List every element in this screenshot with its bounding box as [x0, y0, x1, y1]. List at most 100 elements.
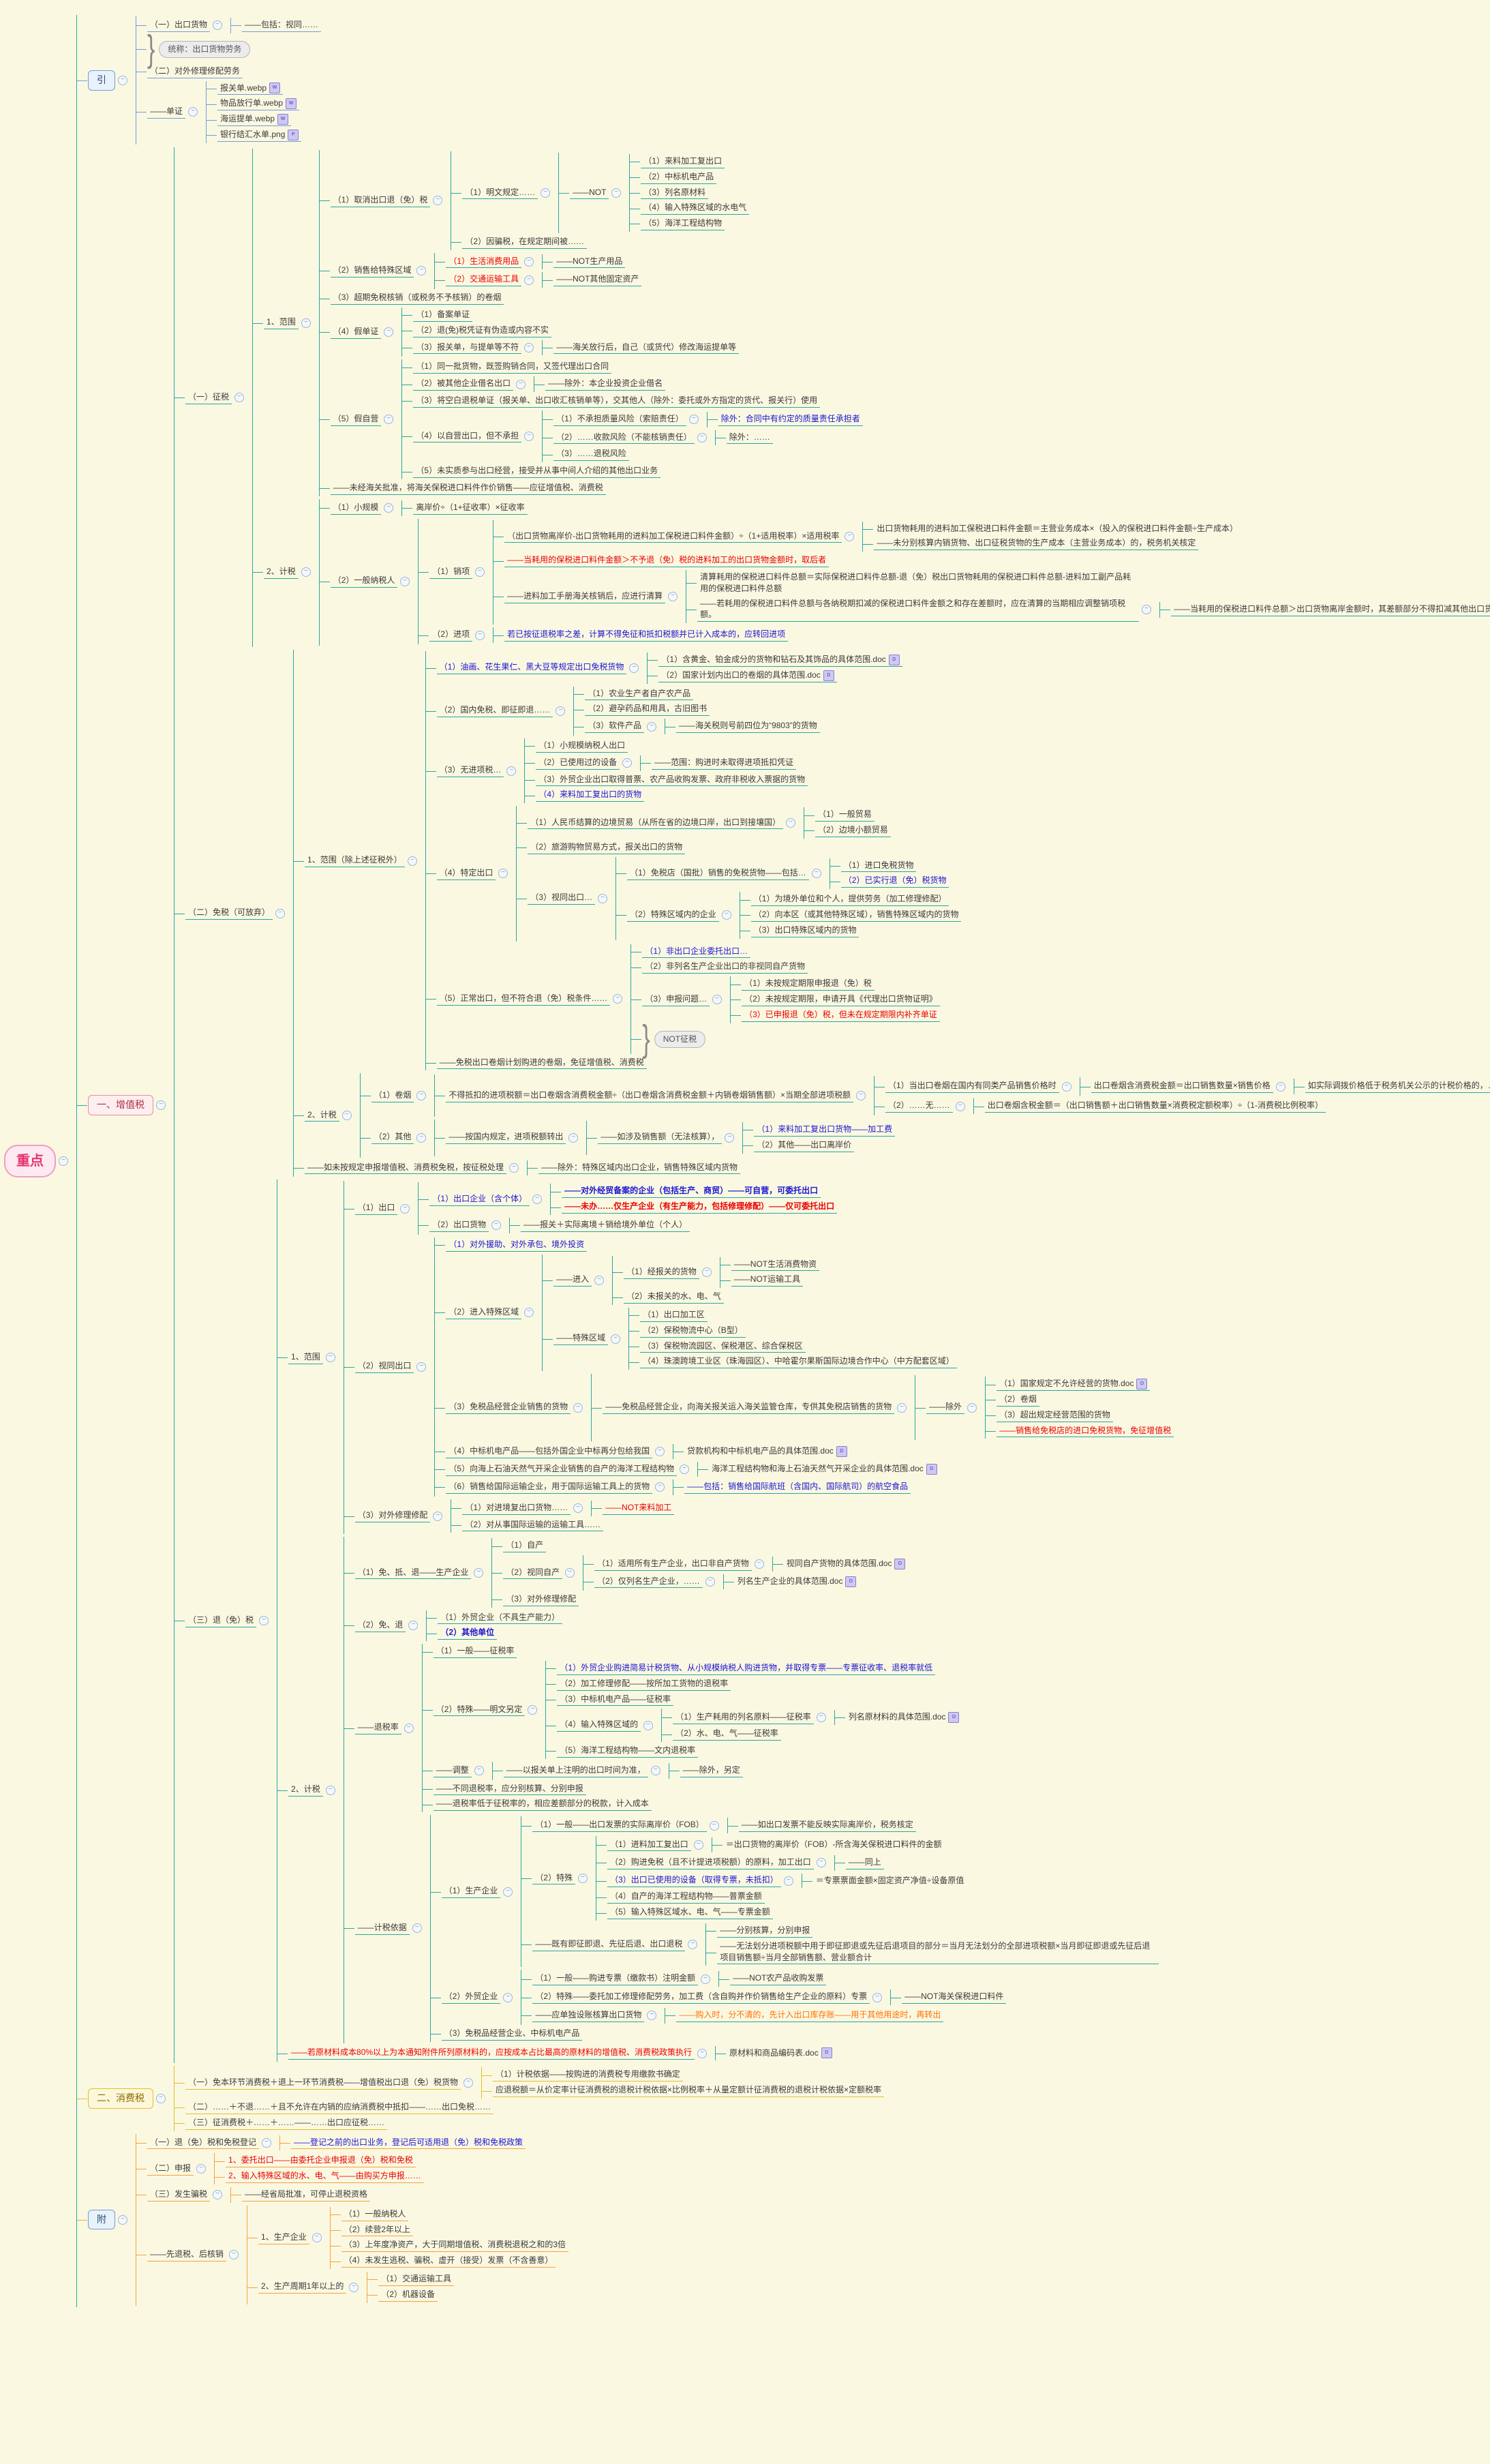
node-label[interactable]: （3）已申报退（免）税，但未在规定期限内补齐单证 — [742, 1009, 940, 1022]
collapse-icon[interactable]: − — [725, 1132, 735, 1143]
node-label[interactable]: 1、委托出口——由委托企业申报退（免）税和免税 — [226, 2154, 416, 2168]
collapse-icon[interactable]: − — [647, 2011, 657, 2021]
node-label[interactable]: （2）加工修理修配——按所加工货物的退税率 — [557, 1678, 731, 1691]
node-label[interactable]: 统称：出口货物劳务 — [159, 40, 251, 58]
collapse-icon[interactable]: − — [565, 1568, 575, 1578]
node-label[interactable]: （2）已使用过的设备 — [536, 757, 620, 770]
node-label[interactable]: ——NOT — [570, 187, 609, 200]
node-label[interactable]: （3）上年度净资产，大于同期增值税、消费税退税之和的3倍 — [341, 2239, 569, 2253]
node-label[interactable]: （一）免本环节消费税＋退上一环节消费税——增值税出口退（免）税货物 — [185, 2077, 461, 2090]
node-label[interactable]: ——同上 — [845, 1857, 884, 1869]
collapse-icon[interactable]: − — [701, 1267, 712, 1278]
node-label[interactable]: ——如涉及销售额（无法核算）， — [598, 1131, 723, 1145]
collapse-icon[interactable]: − — [872, 1992, 883, 2002]
node-label[interactable]: ——除外：本企业投资企业借名 — [545, 378, 666, 391]
node-label[interactable]: （4）假单证 — [330, 326, 382, 339]
collapse-icon[interactable]: − — [1061, 1081, 1071, 1092]
collapse-icon[interactable]: − — [400, 1203, 410, 1214]
node-label[interactable]: （一）退（免）税和免税登记 — [147, 2137, 260, 2150]
collapse-icon[interactable]: − — [416, 1091, 427, 1101]
node-label[interactable]: ——NOT来料加工 — [603, 1502, 675, 1515]
collapse-icon[interactable]: − — [524, 343, 534, 353]
collapse-icon[interactable]: − — [786, 818, 796, 828]
node-label[interactable]: ——如未按规定申报增值税、消费税免税，按征税处理 — [305, 1162, 507, 1175]
node-label[interactable]: （2）已实行退（免）税货物 — [840, 875, 949, 888]
collapse-icon[interactable]: − — [301, 567, 311, 577]
doc-file-icon[interactable]: D — [888, 654, 900, 665]
node-label[interactable]: 1、范围 — [264, 316, 299, 330]
doc-file-icon[interactable]: D — [823, 670, 834, 681]
node-label[interactable]: ——NOT生活消费物资 — [731, 1259, 820, 1272]
node-label[interactable]: （1）外贸企业购进简易计税货物、从小规模纳税人购进货物，并取得专票——专票征收率… — [557, 1662, 936, 1675]
node-label[interactable]: 2、生产周期1年以上的 — [258, 2281, 347, 2294]
collapse-icon[interactable]: − — [433, 1511, 443, 1521]
node-label[interactable]: （1）生产企业 — [441, 1885, 501, 1899]
branch-consumption-tax[interactable]: 二、消费税 — [88, 2088, 153, 2109]
collapse-icon[interactable]: − — [325, 1785, 335, 1795]
collapse-icon[interactable]: − — [118, 75, 127, 85]
branch-yin[interactable]: 引 — [88, 70, 115, 91]
node-label[interactable]: （出口货物离岸价-出口货物耗用的进料加工保税进口料件金额）÷（1+适用税率）×适… — [504, 530, 842, 543]
collapse-icon[interactable]: − — [506, 766, 517, 776]
node-label[interactable]: ——以报关单上注明的出口时间为准， — [503, 1764, 648, 1777]
node-label[interactable]: ——NOT运输工具 — [731, 1274, 804, 1287]
collapse-icon[interactable]: − — [503, 1992, 513, 2002]
node-label[interactable]: （5）海洋工程结构物——文内退税率 — [557, 1745, 699, 1758]
node-label[interactable]: （1）同一批货物，既签购销合同，又签代理出口合同 — [413, 361, 612, 374]
doc-file-icon[interactable]: D — [1136, 1378, 1148, 1389]
node-label[interactable]: ——进料加工手册海关核销后，应进行清算 — [504, 590, 666, 603]
node-label[interactable]: （1）农业生产者自产农产品 — [585, 688, 694, 701]
node-label[interactable]: 出口货物耗用的进料加工保税进口料件金额＝主营业务成本×（投入的保税进口料件金额÷… — [874, 523, 1241, 535]
node-label[interactable]: （5）海洋工程结构物 — [641, 217, 725, 230]
node-label[interactable]: （3）软件产品 — [585, 720, 645, 734]
collapse-icon[interactable]: − — [643, 1720, 654, 1730]
node-label[interactable]: 1、范围 — [288, 1351, 323, 1364]
collapse-icon[interactable]: − — [541, 187, 551, 198]
node-label[interactable]: ＝出口货物的离岸价（FOB）-所含海关保税进口料件的金额 — [723, 1839, 945, 1851]
collapse-icon[interactable]: − — [647, 721, 657, 732]
node-label[interactable]: ——销售给免税店的进口免税货物，免征增值税 — [997, 1425, 1174, 1438]
doc-file-icon[interactable]: D — [821, 2047, 832, 2059]
collapse-icon[interactable]: − — [433, 196, 443, 206]
node-label[interactable]: （1）一般——购进专票（缴款书）注明金额 — [532, 1972, 699, 1986]
node-label[interactable]: （4）自产的海洋工程结构物——普票金额 — [607, 1891, 765, 1904]
png-file-icon[interactable]: P — [288, 129, 299, 140]
node-label[interactable]: （2）续营2年以上 — [341, 2224, 414, 2237]
node-label[interactable]: （5）未实质参与出口经营，接受并从事中间人介绍的其他出口业务 — [413, 465, 661, 479]
node-label[interactable]: （2）外贸企业 — [441, 1991, 501, 2004]
node-label[interactable]: （2）销售给特殊区域 — [330, 265, 414, 277]
node-label[interactable]: （2）旅游购物贸易方式，报关出口的货物 — [528, 841, 686, 854]
node-label[interactable]: 2、输入特殊区域的水、电、气——由购买方申报…… — [226, 2170, 424, 2184]
node-label[interactable]: 离岸价÷（1+征收率）×征收率 — [413, 502, 528, 515]
collapse-icon[interactable]: − — [262, 2138, 272, 2148]
node-label[interactable]: ——当耗用的保税进口料件总额＞出口货物离岸金额时，其差额部分不得扣减其他出口货物… — [1171, 603, 1490, 616]
node-label[interactable]: （1）外贸企业（不具生产能力） — [438, 1612, 563, 1625]
collapse-icon[interactable]: − — [524, 257, 534, 267]
node-label[interactable]: ——调整 — [433, 1764, 472, 1777]
node-label[interactable]: （3）免税品经营企业销售的货物 — [446, 1401, 571, 1415]
node-label[interactable]: （1）一般纳税人 — [341, 2208, 409, 2221]
node-label[interactable]: （3）外贸企业出口取得普票、农产品收购发票、政府非税收入票据的货物 — [536, 774, 808, 787]
node-label[interactable]: （2）中标机电产品 — [641, 171, 717, 184]
node-label[interactable]: （二）免税（可放弃） — [185, 907, 273, 920]
node-label[interactable]: （2）被其他企业借名出口 — [413, 378, 514, 391]
node-label[interactable]: （三）发生骗税 — [147, 2189, 211, 2202]
node-label[interactable]: （1）为境外单位和个人，提供劳务（加工修理修配） — [750, 893, 949, 907]
collapse-icon[interactable]: − — [259, 1616, 269, 1626]
collapse-icon[interactable]: − — [783, 1876, 793, 1886]
node-label[interactable]: （3）视同出口… — [528, 892, 596, 905]
node-label[interactable]: ——范围：购进时未取得进项抵扣凭证 — [652, 757, 797, 770]
node-label[interactable]: （3）将空白退税单证（报关单、出口收汇核销单等），交其他人（除外：委托或外方指定… — [413, 395, 821, 408]
node-label[interactable]: （3）超期免税核销（或税务不予核销）的卷烟 — [330, 292, 504, 305]
collapse-icon[interactable]: − — [349, 2282, 359, 2292]
node-label[interactable]: （2）购进免税（且不计提进项税额）的原料，加工出口 — [607, 1857, 814, 1869]
node-label[interactable]: ——NOT其他固定资产 — [553, 273, 642, 287]
node-label[interactable]: （1）一般——征税率 — [433, 1645, 517, 1659]
node-label[interactable]: 2、计税 — [288, 1784, 323, 1797]
node-label[interactable]: ——应单独设账核算出口货物 — [532, 2009, 645, 2022]
node-label[interactable]: （1）不承担质量风险（索赔责任） — [553, 413, 686, 426]
